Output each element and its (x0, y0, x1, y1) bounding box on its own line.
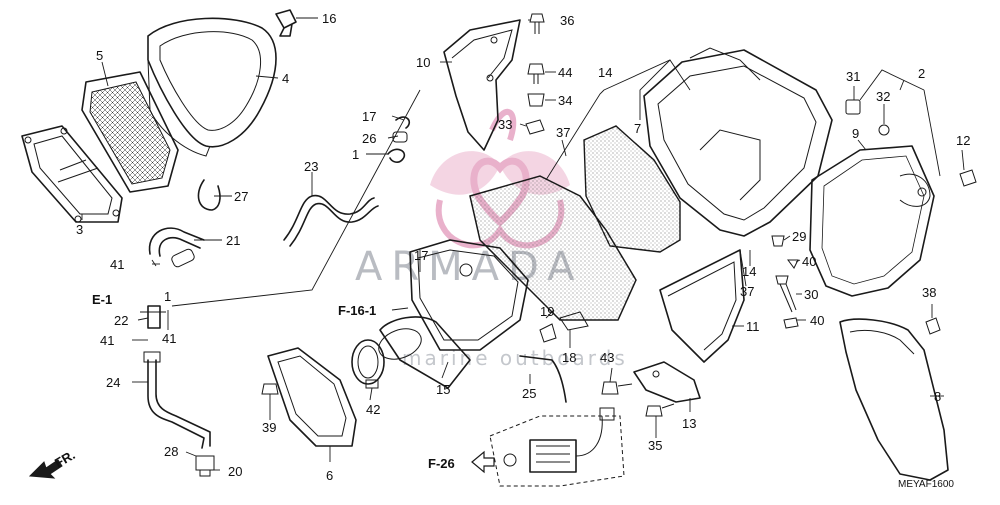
small-parts-right (845, 99, 977, 187)
filter-frame (21, 125, 123, 223)
clamps-upper (387, 116, 411, 163)
callout-38: 38 (922, 285, 936, 300)
air-duct (378, 175, 637, 389)
side-cover-8 (839, 317, 949, 481)
callout-29: 29 (792, 229, 806, 244)
callout-16: 16 (322, 11, 336, 26)
callout-33: 33 (498, 117, 512, 132)
callout-37: 37 (556, 125, 570, 140)
leader-lines (81, 17, 965, 471)
air-cleaner-cover (147, 17, 277, 157)
callout-26: 26 (362, 131, 376, 146)
front-arrow (28, 459, 63, 479)
tube-21 (148, 227, 205, 268)
watermark-tagline: marine outboards (402, 346, 628, 370)
ref-f16-1: F-16-1 (338, 303, 376, 318)
filter-plate-9 (809, 145, 935, 297)
tube-23 (283, 194, 379, 247)
callout-20: 20 (228, 464, 242, 479)
callout-18: 18 (562, 350, 576, 365)
callout-11: 11 (746, 319, 760, 334)
callout-43: 43 (600, 350, 614, 365)
callout-3: 3 (76, 222, 83, 237)
ref-f26: F-26 (428, 456, 455, 471)
callout-10: 10 (416, 55, 430, 70)
gasket-6 (267, 347, 357, 447)
callout-14b: 14 (742, 264, 756, 279)
cover-11 (659, 249, 745, 363)
callout-19: 19 (540, 304, 554, 319)
callout-12: 12 (956, 133, 970, 148)
callout-44: 44 (558, 65, 572, 80)
callout-40: 40 (802, 254, 816, 269)
fitting-18 (539, 311, 589, 343)
callout-31: 31 (846, 69, 860, 84)
callout-7: 7 (634, 121, 641, 136)
callout-2: 2 (918, 66, 925, 81)
diagram-code: MEYAF1600 (898, 479, 954, 490)
clip-16 (275, 9, 297, 37)
callout-9: 9 (852, 126, 859, 141)
callout-8: 8 (934, 389, 941, 404)
callout-41c: 41 (162, 331, 176, 346)
callout-39: 39 (262, 420, 276, 435)
callout-34: 34 (558, 93, 572, 108)
callout-41: 41 (110, 257, 124, 272)
callout-32: 32 (876, 89, 890, 104)
callout-13: 13 (682, 416, 696, 431)
callouts: 16 4 5 3 27 21 41 23 1 17 26 10 36 44 34… (76, 11, 970, 483)
bracket-10 (443, 19, 521, 151)
callout-40b: 40 (810, 313, 824, 328)
callout-35: 35 (648, 438, 662, 453)
callout-42: 42 (366, 402, 380, 417)
bolt-39 (261, 383, 279, 395)
callout-4: 4 (282, 71, 289, 86)
bolts-lower (601, 381, 675, 417)
tubing-lower-left (140, 305, 215, 477)
ecu-module (489, 407, 625, 487)
callout-23: 23 (304, 159, 318, 174)
bracket-13 (633, 361, 701, 403)
clamp-42 (351, 339, 385, 389)
air-box (583, 47, 833, 253)
callout-21: 21 (226, 233, 240, 248)
callout-37b: 37 (740, 284, 754, 299)
f26-arrow (471, 450, 495, 474)
air-filter-element (81, 71, 179, 193)
callout-41b: 41 (100, 333, 114, 348)
callout-1: 1 (352, 147, 359, 162)
callout-14: 14 (598, 65, 612, 80)
fasteners-right (771, 235, 799, 329)
callout-17: 17 (362, 109, 376, 124)
callout-5: 5 (96, 48, 103, 63)
callout-36: 36 (560, 13, 574, 28)
callout-17b: 17 (414, 248, 428, 263)
callout-15: 15 (436, 382, 450, 397)
callout-25: 25 (522, 386, 536, 401)
callout-24: 24 (106, 375, 120, 390)
ref-e1: E-1 (92, 292, 112, 307)
callout-22: 22 (114, 313, 128, 328)
callout-27: 27 (234, 189, 248, 204)
hose-27 (197, 179, 221, 211)
callout-1b: 1 (164, 289, 171, 304)
callout-28: 28 (164, 444, 178, 459)
tube-25 (519, 355, 567, 403)
callout-30: 30 (804, 287, 818, 302)
callout-6: 6 (326, 468, 333, 483)
bolts-upper (525, 13, 545, 135)
